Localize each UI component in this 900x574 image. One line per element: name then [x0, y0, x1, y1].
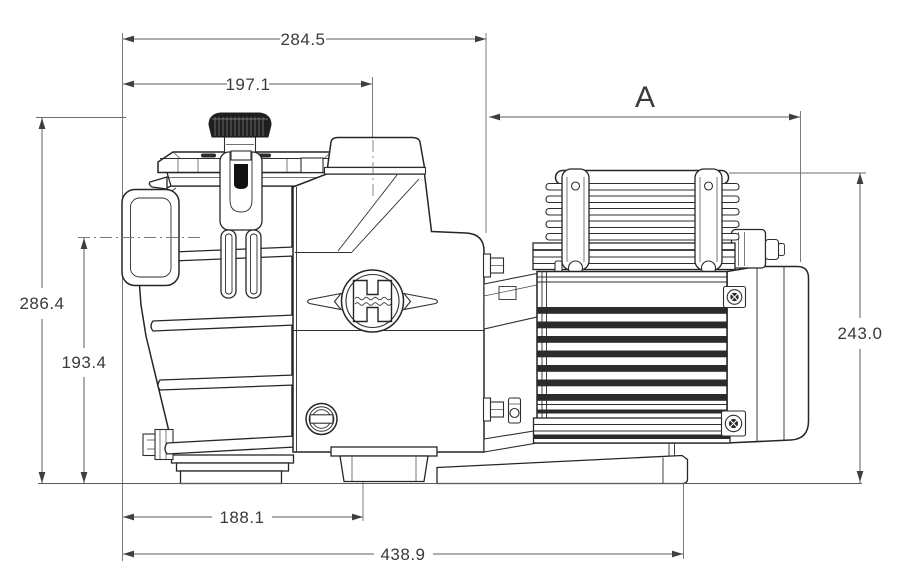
centerlines — [38, 140, 862, 485]
pump-assembly — [121, 112, 810, 485]
dimension-lines — [41, 38, 861, 555]
logo-h-glyph — [352, 279, 393, 323]
lid-clamp — [219, 150, 263, 299]
hayward-logo — [306, 269, 439, 333]
motor-adapter — [483, 272, 538, 453]
seal-plate-bolts — [482, 253, 505, 422]
dim-label-top-outer-width: 284.5 — [280, 30, 325, 49]
strainer-lid — [148, 112, 349, 299]
motor-body — [532, 270, 731, 444]
dim-label-motor-height: 243.0 — [837, 324, 882, 343]
dim-label-top-inner-width: 197.1 — [225, 75, 270, 94]
motor-end-bell — [726, 265, 810, 444]
dimension-labels: 284.5 197.1 A 286.4 193.4 188.1 438.9 24… — [19, 30, 882, 564]
pump-drain-plug — [305, 402, 338, 436]
pump-body — [292, 136, 538, 483]
lid-tab — [148, 176, 168, 190]
logo-right-wing — [402, 292, 439, 311]
motor — [436, 168, 810, 485]
band-clamp-bolt — [507, 397, 522, 424]
discharge-port — [323, 136, 427, 175]
strainer-housing — [121, 185, 298, 485]
conduit-box — [730, 228, 785, 269]
lid-knob — [208, 112, 272, 154]
clamp-screw — [234, 164, 248, 189]
pump-foot — [330, 446, 438, 483]
dim-label-overall-height: 286.4 — [19, 294, 64, 313]
motor-bolts — [720, 285, 747, 437]
dim-label-overall-length: 438.9 — [380, 545, 425, 564]
dim-label-inlet-center-height: 193.4 — [61, 353, 106, 372]
logo-left-wing — [306, 292, 343, 311]
dim-label-motor-length: A — [635, 81, 655, 114]
strainer-base — [170, 454, 295, 485]
fin-straps — [554, 168, 723, 278]
dim-label-base-inner-length: 188.1 — [219, 508, 264, 527]
